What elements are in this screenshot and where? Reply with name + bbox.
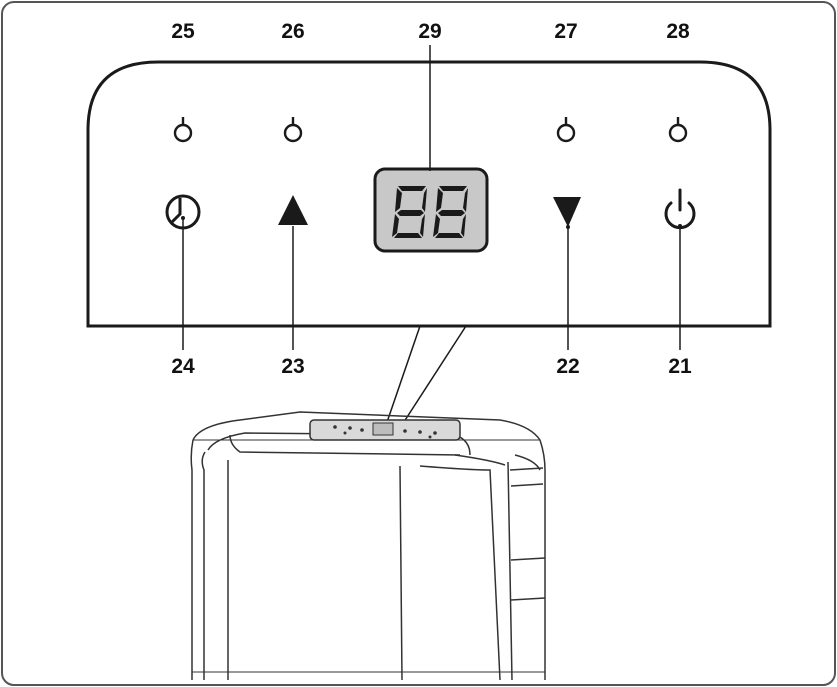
leader-lines xyxy=(182,45,681,350)
callout-27: 27 xyxy=(554,20,578,43)
callout-22: 22 xyxy=(556,355,580,378)
led-display xyxy=(373,167,489,253)
leader-dot xyxy=(566,225,570,229)
up-arrow-icon xyxy=(278,195,308,225)
dehumidifier-unit xyxy=(190,411,546,681)
display-digit xyxy=(392,186,427,238)
callout-28: 28 xyxy=(666,20,690,43)
indicator-light-icon xyxy=(668,117,688,143)
zoom-line-right xyxy=(399,325,467,429)
indicator-light-icon xyxy=(173,117,193,143)
callout-29: 29 xyxy=(418,20,442,43)
mini-display xyxy=(372,422,394,436)
callout-24: 24 xyxy=(171,355,195,378)
leader-dot xyxy=(678,224,682,228)
indicator-light-icon xyxy=(556,117,576,143)
mini-panel-buttons xyxy=(333,425,437,439)
leader-dot xyxy=(181,216,185,220)
callout-25: 25 xyxy=(171,20,195,43)
callout-21: 21 xyxy=(668,355,692,378)
indicator-light-icon xyxy=(283,117,303,143)
callout-23: 23 xyxy=(281,355,305,378)
display-digit xyxy=(433,186,468,238)
zoom-line-left xyxy=(384,325,421,429)
down-arrow-icon xyxy=(553,197,581,227)
callout-26: 26 xyxy=(281,20,305,43)
